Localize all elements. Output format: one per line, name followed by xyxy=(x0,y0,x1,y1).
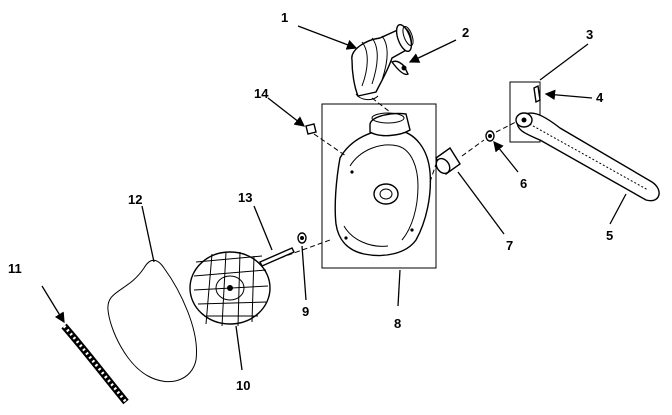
elbow-duct xyxy=(351,23,414,101)
bushing xyxy=(435,146,461,176)
impeller xyxy=(189,251,271,327)
screw xyxy=(305,123,347,157)
callout-10: 10 xyxy=(236,378,250,393)
gasket xyxy=(107,259,198,383)
callout-7: 7 xyxy=(506,238,513,253)
callout-13: 13 xyxy=(238,190,252,205)
callout-14: 14 xyxy=(254,86,269,101)
elbow-to-housing-line xyxy=(371,97,391,113)
callout-2: 2 xyxy=(462,25,469,40)
mounting-bracket xyxy=(509,81,541,143)
leader-lines xyxy=(41,25,627,371)
housing-inlet xyxy=(373,183,399,205)
callout-11: 11 xyxy=(8,261,22,276)
washer xyxy=(485,130,495,142)
callout-9: 9 xyxy=(302,304,309,319)
callout-5: 5 xyxy=(606,228,613,243)
blower-housing-assembly xyxy=(321,103,437,269)
shaft-axis-line xyxy=(279,121,517,259)
nut xyxy=(297,232,307,244)
shaft-pin xyxy=(259,247,295,267)
callout-8: 8 xyxy=(394,316,401,331)
callout-6: 6 xyxy=(520,176,527,191)
duct-clamp xyxy=(390,60,409,76)
callout-4: 4 xyxy=(596,90,604,105)
callout-12: 12 xyxy=(128,192,142,207)
drive-belt xyxy=(515,112,660,202)
callout-1: 1 xyxy=(281,10,288,25)
seal-strip xyxy=(61,323,129,405)
housing-plate xyxy=(321,103,437,269)
callout-3: 3 xyxy=(586,27,593,42)
